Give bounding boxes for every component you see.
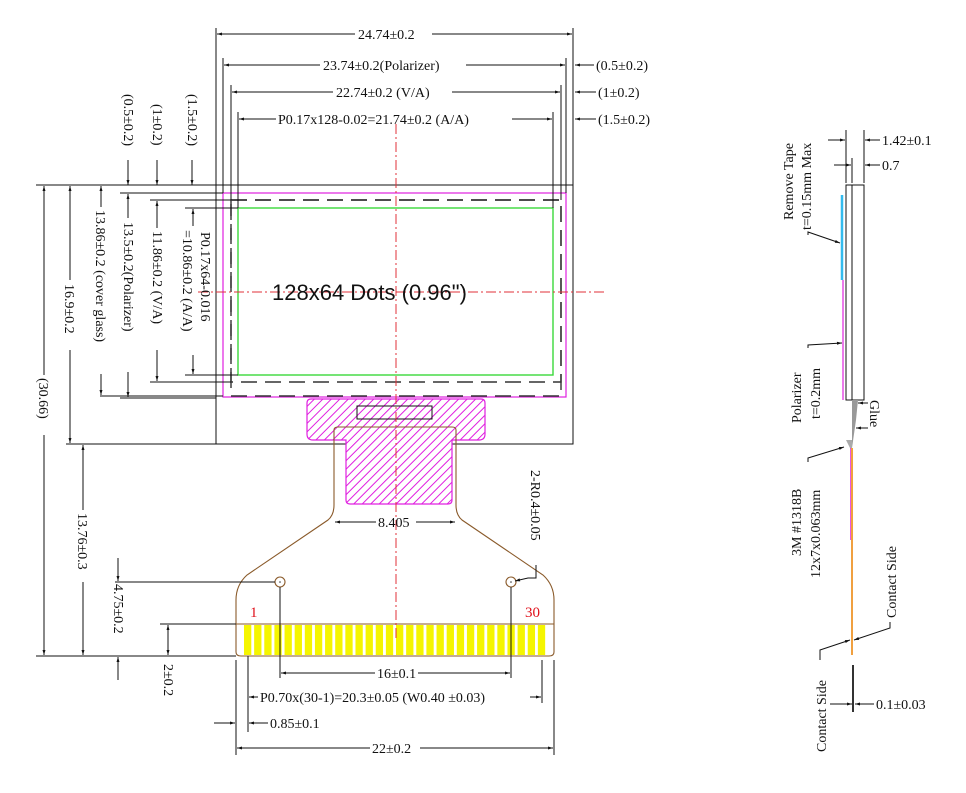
pad [477,625,485,655]
dim-outline-width: 24.74±0.2 [358,28,415,43]
remove-tape-label-1: Remove Tape [782,143,797,220]
pad [497,625,505,655]
dim-fpc-thickness: 0.1±0.03 [876,698,926,713]
dim-top-offset-aa: (1.5±0.2) [184,94,199,146]
left-dimensions: (0.5±0.2) (1±0.2) (1.5±0.2) 13.86±0.2 (c… [35,94,275,696]
dim-hole-to-edge: 4.75±0.2 [110,584,125,634]
pad [304,625,313,655]
pad [284,625,292,655]
pad [375,625,384,655]
dim-hole-radius: 2-R0.4±0.05 [527,470,542,541]
glue-label: Glue [866,400,881,427]
dim-fpc-length: 13.76±0.3 [74,513,89,570]
pad [527,625,536,655]
dim-neck-width: 8.405 [378,516,410,531]
pad [456,625,465,655]
dim-glass-height: 16.9±0.2 [61,284,76,334]
glass-side [845,184,865,401]
pad [345,625,353,655]
dim-polarizer-height: 13.5±0.2(Polarizer) [120,222,135,332]
dim-top-offset-polarizer: (0.5±0.2) [120,94,135,146]
pad [406,625,414,655]
dim-glass-thickness: 0.7 [882,159,900,174]
pad [254,625,262,655]
pad [416,625,424,655]
polarizer-outline [222,192,567,398]
pad [365,625,373,655]
pad [436,625,444,655]
glue-area [852,400,858,448]
dim-fpc-width: 22±0.2 [372,742,411,757]
polarizer-label-1: Polarizer [790,372,805,423]
pad [446,625,454,655]
contact-side-left-label: Contact Side [815,680,830,752]
pad [274,625,282,655]
pin-label-first: 1 [250,605,258,621]
polarizer-label-2: t=0.2mm [809,368,824,419]
dim-hole-spacing: 16±0.1 [377,667,416,682]
dim-va-width: 22.74±0.2 (V/A) [336,86,430,101]
pad [385,625,394,655]
dim-cover-glass-height: 13.86±0.2 (cover glass) [92,210,107,342]
contact-side-right-label: Contact Side [885,546,900,618]
hole-center-dot [279,581,281,583]
dim-aa-width: P0.17x128-0.02=21.74±0.2 (A/A) [278,113,469,128]
pin-label-last: 30 [525,605,540,621]
side-view: 1.42±0.1 0.7 Remove Tape t=0.15mm Max Po… [782,130,932,752]
pad [325,625,333,655]
ic-chip [356,405,433,420]
pad [426,625,434,655]
top-dimensions: 24.74±0.2 23.74±0.2(Polarizer) 22.74±0.2… [215,28,650,208]
dim-offset-aa: (1.5±0.2) [598,113,650,128]
dim-va-height: 11.86±0.2 (V/A) [149,231,164,324]
dim-total-height: (30.66) [35,378,50,419]
remove-tape-label-2: t=0.15mm Max [800,143,815,230]
fpc-dimensions: 8.405 2-R0.4±0.05 16±0.1 P0.70x(30-1)=20… [214,470,555,757]
dim-thickness: 1.42±0.1 [882,134,932,149]
fpc-outline [235,426,555,657]
dim-pad-length: 2±0.2 [160,664,175,696]
pad [487,625,495,655]
dim-aa-height-line2: =10.86±0.2 (A/A) [179,230,194,332]
pad [396,625,404,655]
hole-center-dot [510,581,512,583]
display-label: 128x64 Dots (0.96") [272,280,467,305]
dim-aa-height-line1: P0.17x64-0.016 [197,232,212,321]
dim-pin-pitch: P0.70x(30-1)=20.3±0.05 (W0.40 ±0.03) [260,691,485,706]
pad [314,625,323,655]
pad [244,625,252,655]
front-view: 1 30 128x64 Dots (0.96") [198,124,604,657]
pad [264,625,272,655]
pad [466,625,475,655]
pad [537,625,546,655]
dim-top-offset-va: (1±0.2) [149,104,164,146]
pad [517,625,525,655]
dim-polarizer-width: 23.74±0.2(Polarizer) [323,59,440,74]
tape-label-1: 3M #1318B [790,489,805,556]
pad [294,625,302,655]
dim-pin-offset: 0.85±0.1 [270,717,320,732]
tape-label-2: 12x7x0.063mm [809,490,824,578]
pad [355,625,363,655]
pad [335,625,343,655]
dim-offset-polarizer: (0.5±0.2) [596,59,648,74]
dim-offset-va: (1±0.2) [598,86,640,101]
pad-row [244,625,548,655]
